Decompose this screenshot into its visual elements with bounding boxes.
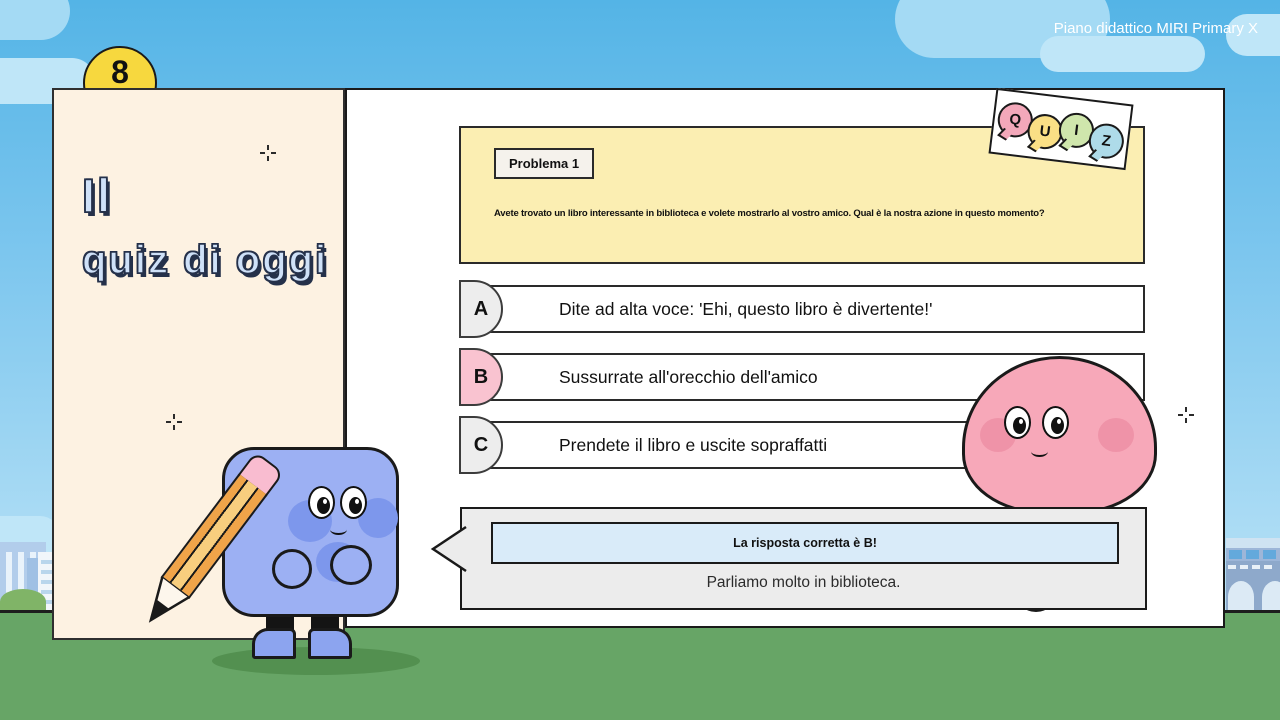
pencil-icon: [148, 451, 285, 623]
mouth: [330, 524, 347, 535]
eye: [1004, 406, 1031, 439]
cloud: [1040, 36, 1205, 72]
answer-result-highlight: La risposta corretta è B!: [491, 522, 1119, 564]
problem-question: Avete trovato un libro interessante in b…: [494, 208, 1045, 219]
answer-result: La risposta corretta è B!: [733, 536, 877, 550]
bush: [0, 589, 46, 614]
eye: [340, 486, 367, 519]
option-row-a[interactable]: A Dite ad alta voce: 'Ehi, questo libro …: [459, 280, 1145, 338]
quiz-letter: U: [1038, 121, 1052, 141]
slide-title-line1: Il: [81, 168, 113, 223]
hand: [330, 545, 372, 585]
foot: [308, 628, 352, 659]
slide-title-line2: quiz di oggi: [81, 237, 329, 283]
answer-explanation: Parliamo molto in biblioteca.: [706, 574, 901, 591]
shorts: [311, 614, 339, 631]
cloud: [1226, 14, 1280, 56]
problem-label-chip: Problema 1: [494, 148, 595, 179]
bridge: [1226, 538, 1280, 613]
speech-tail-icon: [430, 525, 467, 573]
crosshair-icon: [1178, 407, 1194, 423]
eye: [308, 486, 335, 519]
crosshair-icon: [166, 414, 182, 430]
eye: [1042, 406, 1069, 439]
quiz-letter: Z: [1100, 131, 1113, 150]
cloud: [0, 0, 70, 40]
option-letter-badge: B: [459, 348, 503, 406]
quiz-letter: I: [1073, 121, 1080, 139]
lesson-plan-label: Piano didattico MIRI Primary X: [1053, 20, 1258, 37]
option-letter-badge: A: [459, 280, 503, 338]
mouth: [1031, 446, 1048, 457]
page-number: 8: [111, 54, 129, 90]
option-text: Prendete il libro e uscite sopraffatti: [559, 434, 828, 455]
pink-character: [934, 356, 1162, 612]
option-letter-badge: C: [459, 416, 503, 474]
hand: [272, 549, 312, 589]
quiz-letter: Q: [1008, 110, 1023, 129]
answer-panel: La risposta corretta è B! Parliamo molto…: [430, 507, 1147, 610]
quiz-panel: Q U I Z Problema 1 Avete trovato un libr…: [345, 87, 1225, 628]
shorts: [266, 614, 294, 631]
option-text: Sussurrate all'orecchio dell'amico: [559, 366, 818, 387]
crosshair-icon: [260, 145, 276, 161]
foot: [252, 628, 296, 659]
cheek: [1098, 418, 1134, 452]
option-text: Dite ad alta voce: 'Ehi, questo libro è …: [559, 298, 933, 319]
